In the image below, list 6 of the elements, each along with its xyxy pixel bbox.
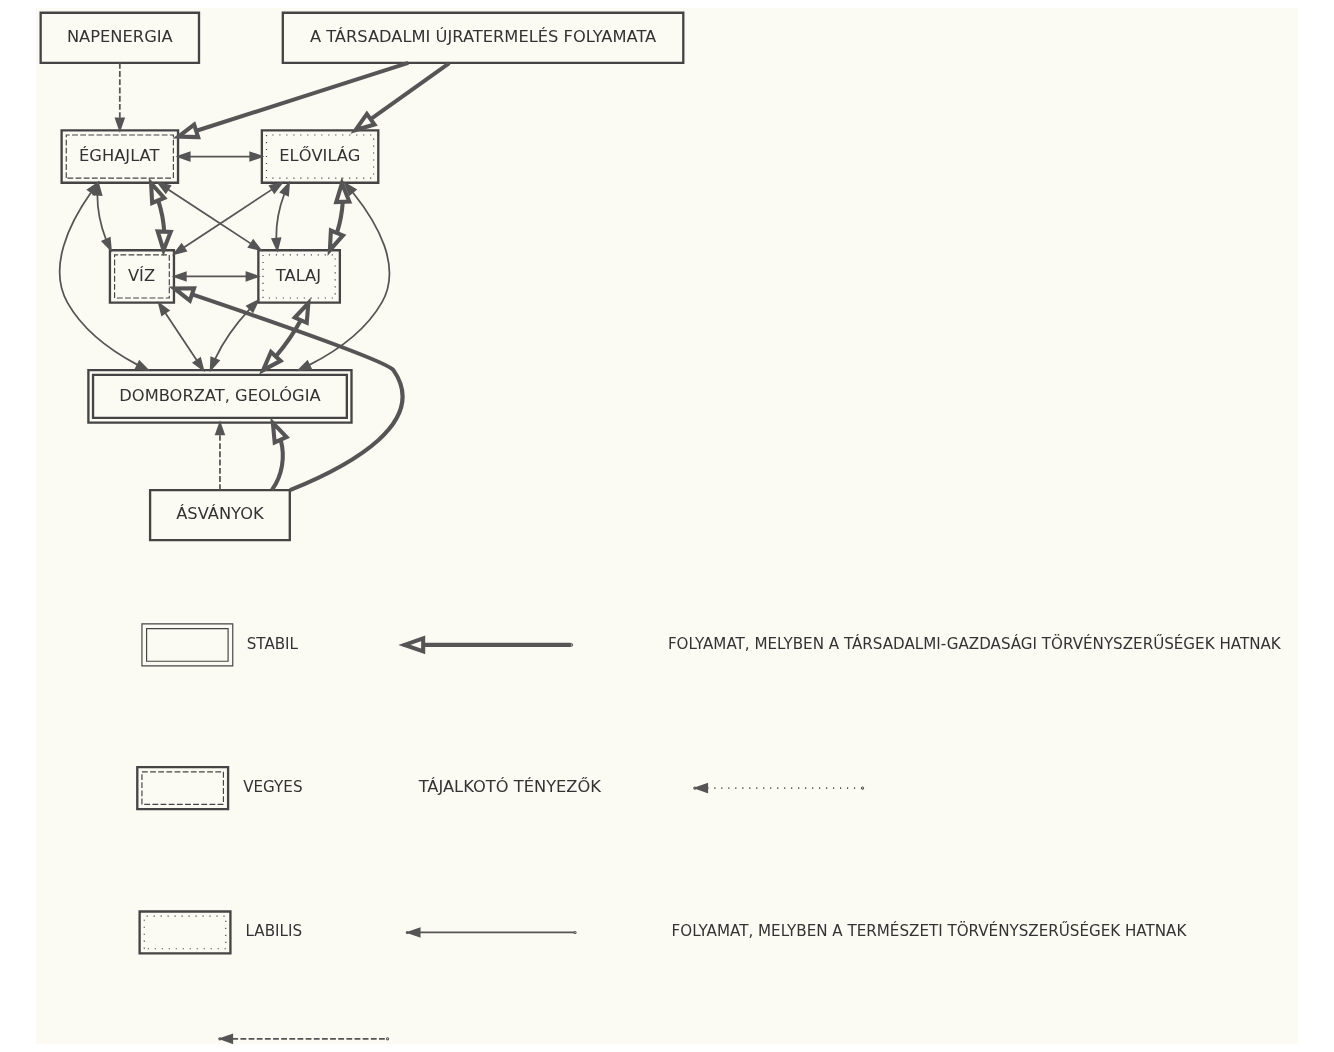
label: TÁJALKOTÓ TÉNYEZŐK <box>418 777 602 797</box>
legend-label: FOLYAMAT, MELYBEN A TÁRSADALMI-GAZDASÁGI TÖRVÉNYSZERŰSÉGEK HATNAK <box>667 634 1281 653</box>
legend-label: LABILIS <box>245 922 303 941</box>
legend-label: FOLYAMAT, MELYBEN A TERMÉSZETI TÖRVÉNYSZERŰSÉGEK HATNAK <box>671 922 1187 941</box>
legend-label: STABIL <box>246 634 298 653</box>
legend-label: VEGYES <box>243 778 303 797</box>
